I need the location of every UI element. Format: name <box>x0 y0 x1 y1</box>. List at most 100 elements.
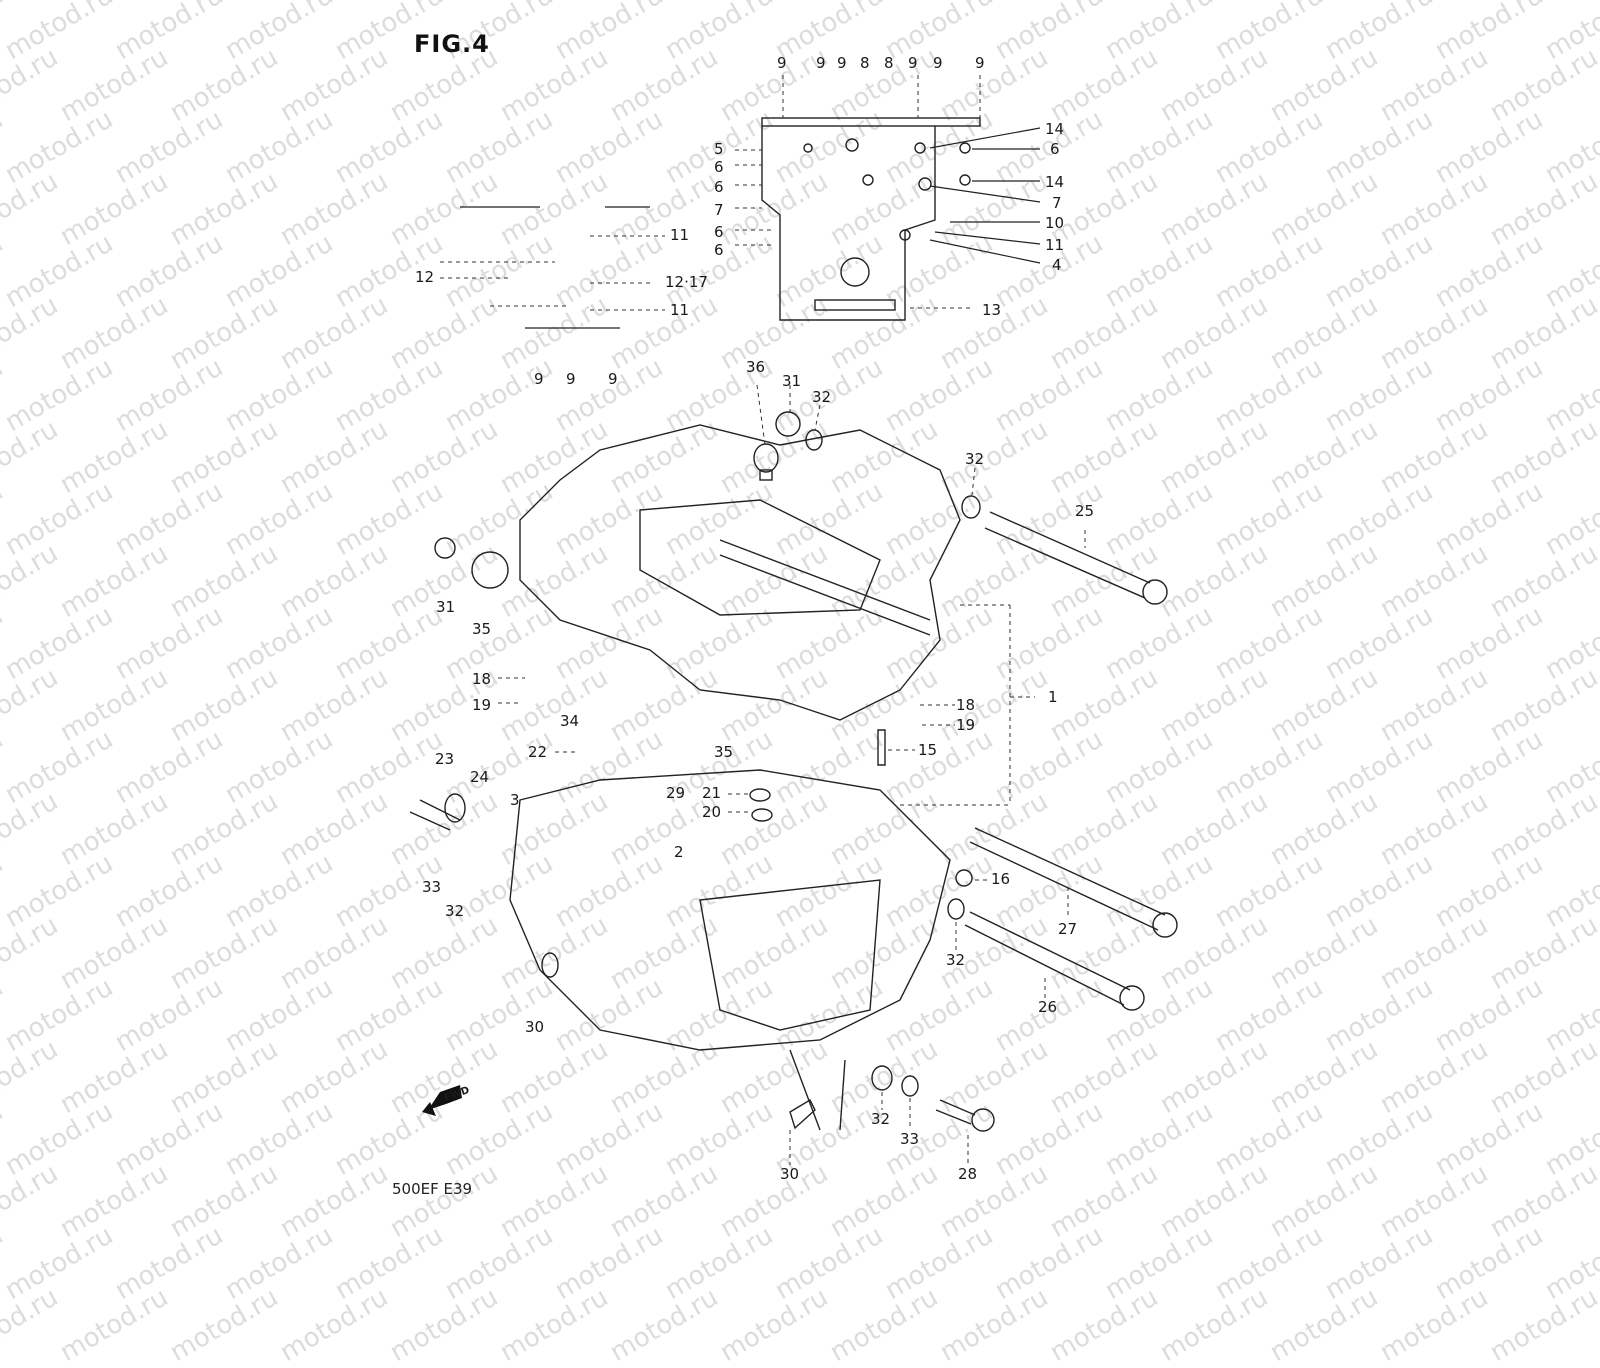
callout: 34 <box>560 712 580 730</box>
callout: 11 <box>670 226 690 244</box>
callout: 7 <box>1052 194 1062 212</box>
callout: 19 <box>472 696 492 714</box>
callout: 6 <box>1050 140 1060 158</box>
inset-pan-rib <box>814 299 896 311</box>
callout: 11 <box>1045 236 1065 254</box>
upper-crankcase <box>434 424 961 721</box>
callout: 9 <box>933 54 943 72</box>
callout: 9 <box>608 370 618 388</box>
callout: 14 <box>1045 120 1065 138</box>
watermark-text: motod.ru <box>495 1282 614 1368</box>
watermark-text: motod.ru <box>1265 1282 1384 1368</box>
callout: 8 <box>884 54 894 72</box>
callout: 20 <box>702 803 722 821</box>
callout: 5 <box>714 140 724 158</box>
callout: 23 <box>435 750 455 768</box>
callout: 6 <box>714 223 724 241</box>
callout: 26 <box>1038 998 1058 1016</box>
watermark-text: motod.ru <box>275 1282 394 1368</box>
front-arrow-icon <box>422 1085 462 1116</box>
callout: 3 <box>510 791 520 809</box>
watermark-text: motod.ru <box>550 1220 669 1306</box>
watermark-text: motod.ru <box>220 1220 339 1306</box>
inset-gasket-top <box>761 117 981 127</box>
watermark-text: motod.ru <box>990 1220 1109 1306</box>
watermark-text: motod.ru <box>825 1282 944 1368</box>
watermark-text: motod.ru <box>660 1220 779 1306</box>
exploded-view-diagram <box>409 75 1178 1165</box>
watermark-text: motod.ru <box>55 1282 174 1368</box>
bearing <box>471 551 509 589</box>
callout: 33 <box>900 1130 920 1148</box>
callout: 9 <box>777 54 787 72</box>
callout: 9 <box>534 370 544 388</box>
upper-case-outline <box>519 424 961 721</box>
callout: 11 <box>670 301 690 319</box>
case-bolts <box>964 511 1178 1011</box>
watermark-text: motod.ru <box>0 1282 64 1368</box>
model-code: 500EF E39 <box>392 1180 473 1198</box>
callout: 33 <box>422 878 442 896</box>
left-inset-drawing <box>440 206 665 329</box>
leader-lines <box>498 384 1086 1165</box>
callout: 12 <box>415 268 435 286</box>
callout: 8 <box>860 54 870 72</box>
callout: 32 <box>871 1110 891 1128</box>
callout: 16 <box>991 870 1011 888</box>
callout: 32 <box>812 388 832 406</box>
watermark-text: motod.ru <box>770 1220 889 1306</box>
watermark-text: motod.ru <box>880 1220 999 1306</box>
callout: 19 <box>956 716 976 734</box>
callout: 31 <box>436 598 456 616</box>
callout: 25 <box>1075 502 1095 520</box>
callout: 6 <box>714 178 724 196</box>
watermark-text: motod.ru <box>165 1282 284 1368</box>
callout: 35 <box>472 620 492 638</box>
callout: 2 <box>674 843 684 861</box>
callout: 9 <box>908 54 918 72</box>
oil-pressure-switch <box>753 411 981 519</box>
watermark-text: motod.ru <box>935 1282 1054 1368</box>
callout: 29 <box>666 784 686 802</box>
watermark-text: motod.ru <box>605 1282 724 1368</box>
callout: 28 <box>958 1165 978 1183</box>
figure-title: FIG.4 <box>414 30 490 58</box>
watermark-text: motod.ru <box>1210 1220 1329 1306</box>
watermark-text: motod.ru <box>715 1282 834 1368</box>
watermark-text: motod.ru <box>440 1220 559 1306</box>
callout: 9 <box>975 54 985 72</box>
callout: 9 <box>566 370 576 388</box>
callout: 15 <box>918 741 938 759</box>
callout: 31 <box>782 372 802 390</box>
callout: 18 <box>472 670 492 688</box>
callout: 6 <box>714 241 724 259</box>
watermark-text: motod.ru <box>1485 1282 1600 1368</box>
callout: 4 <box>1052 256 1062 274</box>
lower-crankcase <box>409 729 973 1051</box>
watermark-text: motod.ru <box>1595 1282 1600 1368</box>
watermark-text: motod.ru <box>330 1220 449 1306</box>
watermark-text: motod.ru <box>1155 1282 1274 1368</box>
watermark-text: motod.ru <box>1320 1220 1439 1306</box>
callout: 22 <box>528 743 548 761</box>
callout: 24 <box>470 768 490 786</box>
callout: 10 <box>1045 214 1065 232</box>
callout: 12·17 <box>665 273 708 291</box>
callout: 1 <box>1048 688 1058 706</box>
callout: 32 <box>965 450 985 468</box>
callout: 9 <box>816 54 826 72</box>
watermark-text: motod.ru <box>110 1220 229 1306</box>
top-inset-drawing <box>735 75 1041 321</box>
watermark-text: motod.ru <box>385 1282 504 1368</box>
watermark-text: motod.ru <box>1540 1220 1600 1306</box>
watermark-text: motod.ru <box>1045 1282 1164 1368</box>
callout: 18 <box>956 696 976 714</box>
bottom-fasteners <box>789 1049 995 1132</box>
callout: 30 <box>780 1165 800 1183</box>
callout: 32 <box>946 951 966 969</box>
callout: 30 <box>525 1018 545 1036</box>
callout: 14 <box>1045 173 1065 191</box>
watermark-text: motod.ru <box>1100 1220 1219 1306</box>
callout: 6 <box>714 158 724 176</box>
callout: 9 <box>837 54 847 72</box>
